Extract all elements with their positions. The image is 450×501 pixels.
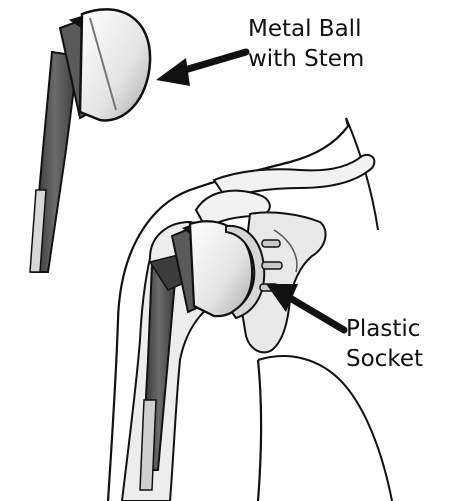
metal-ball-label: Metal Ball with Stem (248, 14, 364, 74)
socket-peg (262, 262, 282, 269)
metal-ball-label-line2: with Stem (248, 44, 364, 74)
arm-inner-edge (258, 360, 261, 501)
metal-ball-with-stem-implant (30, 9, 150, 272)
plastic-socket-label-line1: Plastic (346, 314, 423, 344)
metal-ball-label-line1: Metal Ball (248, 14, 364, 44)
arm-outer-edge (108, 320, 118, 501)
socket-peg (262, 240, 280, 247)
metal-ball-arrow (156, 52, 246, 86)
plastic-socket-label: Plastic Socket (346, 314, 423, 374)
chest-outline (258, 356, 392, 501)
plastic-socket-label-line2: Socket (346, 344, 423, 374)
